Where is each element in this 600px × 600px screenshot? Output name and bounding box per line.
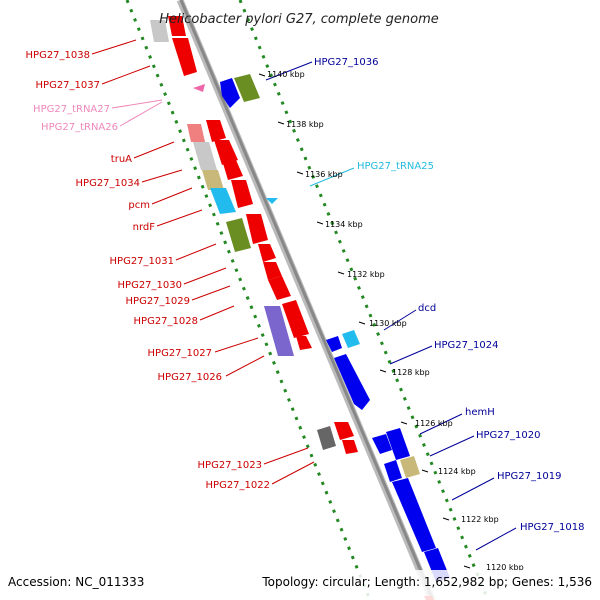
gene-label: truA: [111, 154, 132, 165]
gene-label: HPG27_1020: [476, 430, 540, 441]
topology-text: Topology: circular; Length: 1,652,982 bp…: [261, 575, 592, 589]
tick-label: 1134 kbp: [325, 220, 363, 229]
gene-dcd-blue: [326, 336, 342, 352]
right-dotted-track: [238, 0, 490, 600]
reverse-strand-features: [150, 16, 358, 454]
accession-text: Accession: NC_011333: [8, 575, 144, 589]
gene-hpg27-1036-olive: [234, 74, 260, 102]
tick-label: 1138 kbp: [286, 120, 324, 129]
gene-label: HPG27_tRNA27: [33, 104, 110, 115]
gene-label: HPG27_1026: [158, 372, 222, 383]
gene-hpg27-1027: [264, 306, 294, 356]
tick-label: 1126 kbp: [415, 419, 453, 428]
gene-label: HPG27_1029: [126, 296, 190, 307]
gene-label: hemH: [465, 407, 495, 418]
gene-label: HPG27_1019: [497, 471, 561, 482]
gene-1027-red: [282, 300, 309, 338]
gene-label: HPG27_1031: [110, 256, 174, 267]
gene-hpg27-1038: [150, 20, 169, 42]
gene-hpg27-1031: [226, 218, 251, 252]
gene-label: HPG27_1018: [520, 522, 584, 533]
forward-strand-features: [220, 74, 450, 600]
gene-hpg27-1023: [317, 426, 336, 450]
reverse-labels: HPG27_1038 HPG27_1037 HPG27_tRNA27 HPG27…: [26, 50, 270, 491]
gene-label: nrdF: [133, 222, 156, 233]
trna-27: [193, 84, 205, 92]
gene-1031-red: [246, 214, 268, 244]
gene-pcm-red: [222, 160, 243, 180]
gene-trua-red: [206, 120, 226, 142]
genome-backbone: [179, 0, 435, 600]
gene-label: HPG27_1037: [36, 80, 100, 91]
gene-label: HPG27_tRNA25: [357, 161, 434, 172]
gene-hpg27-1022: [342, 440, 358, 454]
gene-hemh: [372, 434, 392, 454]
trna-25: [266, 198, 278, 204]
tick-label: 1128 kbp: [392, 368, 430, 377]
gene-label: HPG27_1030: [118, 280, 182, 291]
gene-label: dcd: [418, 303, 436, 314]
tick-label: 1124 kbp: [438, 467, 476, 476]
gene-trua: [187, 124, 205, 142]
tick-label: 1130 kbp: [369, 319, 407, 328]
tick-label: 1122 kbp: [461, 515, 499, 524]
gene-hpg27-1020: [384, 460, 402, 482]
gene-dcd: [342, 330, 360, 348]
gene-hpg27-1038b: [168, 16, 186, 36]
tick-labels: 1140 kbp 1138 kbp 1136 kbp 1134 kbp 1132…: [267, 70, 524, 572]
gene-hemh-b: [386, 428, 410, 460]
forward-labels: HPG27_1036 HPG27_tRNA25 dcd HPG27_1024 h…: [314, 57, 584, 533]
gene-hpg27-1034: [193, 142, 217, 170]
label-connectors: [91, 39, 517, 551]
gene-1023-red: [334, 422, 354, 440]
tick-label: 1120 kbp: [486, 563, 524, 572]
gene-hpg27-1030: [258, 244, 276, 262]
gene-hpg27-1037: [172, 38, 197, 76]
gene-hpg27-1019: [392, 478, 436, 552]
gene-label: HPG27_1027: [148, 348, 212, 359]
tick-label: 1140 kbp: [267, 70, 305, 79]
gene-hpg27-1029: [263, 262, 282, 280]
gene-hpg27-1036: [220, 78, 240, 108]
gene-hpg27-1028: [268, 276, 291, 300]
gene-label: pcm: [128, 200, 150, 211]
gene-nrdf-red: [231, 180, 253, 208]
gene-hpg27-1020-tan: [400, 456, 420, 478]
gene-label: HPG27_tRNA26: [41, 122, 118, 133]
gene-label: HPG27_1028: [134, 316, 198, 327]
gene-nrdf: [210, 188, 236, 214]
gene-label: HPG27_1022: [206, 480, 270, 491]
gene-1034-red: [214, 140, 238, 165]
gene-hpg27-1026: [296, 336, 312, 350]
gene-label: HPG27_1036: [314, 57, 378, 68]
gene-pcm: [202, 170, 224, 190]
map-title: Helicobacter pylori G27, complete genome: [159, 12, 438, 27]
tick-marks: [258, 73, 471, 569]
footer-background: [0, 570, 600, 600]
gene-label: HPG27_1023: [198, 460, 262, 471]
tick-label: 1132 kbp: [347, 270, 385, 279]
gene-label: HPG27_1024: [434, 340, 498, 351]
gene-label: HPG27_1034: [76, 178, 140, 189]
gene-hpg27-1024: [334, 354, 370, 410]
gene-label: HPG27_1038: [26, 50, 90, 61]
tick-label: 1136 kbp: [305, 170, 343, 179]
